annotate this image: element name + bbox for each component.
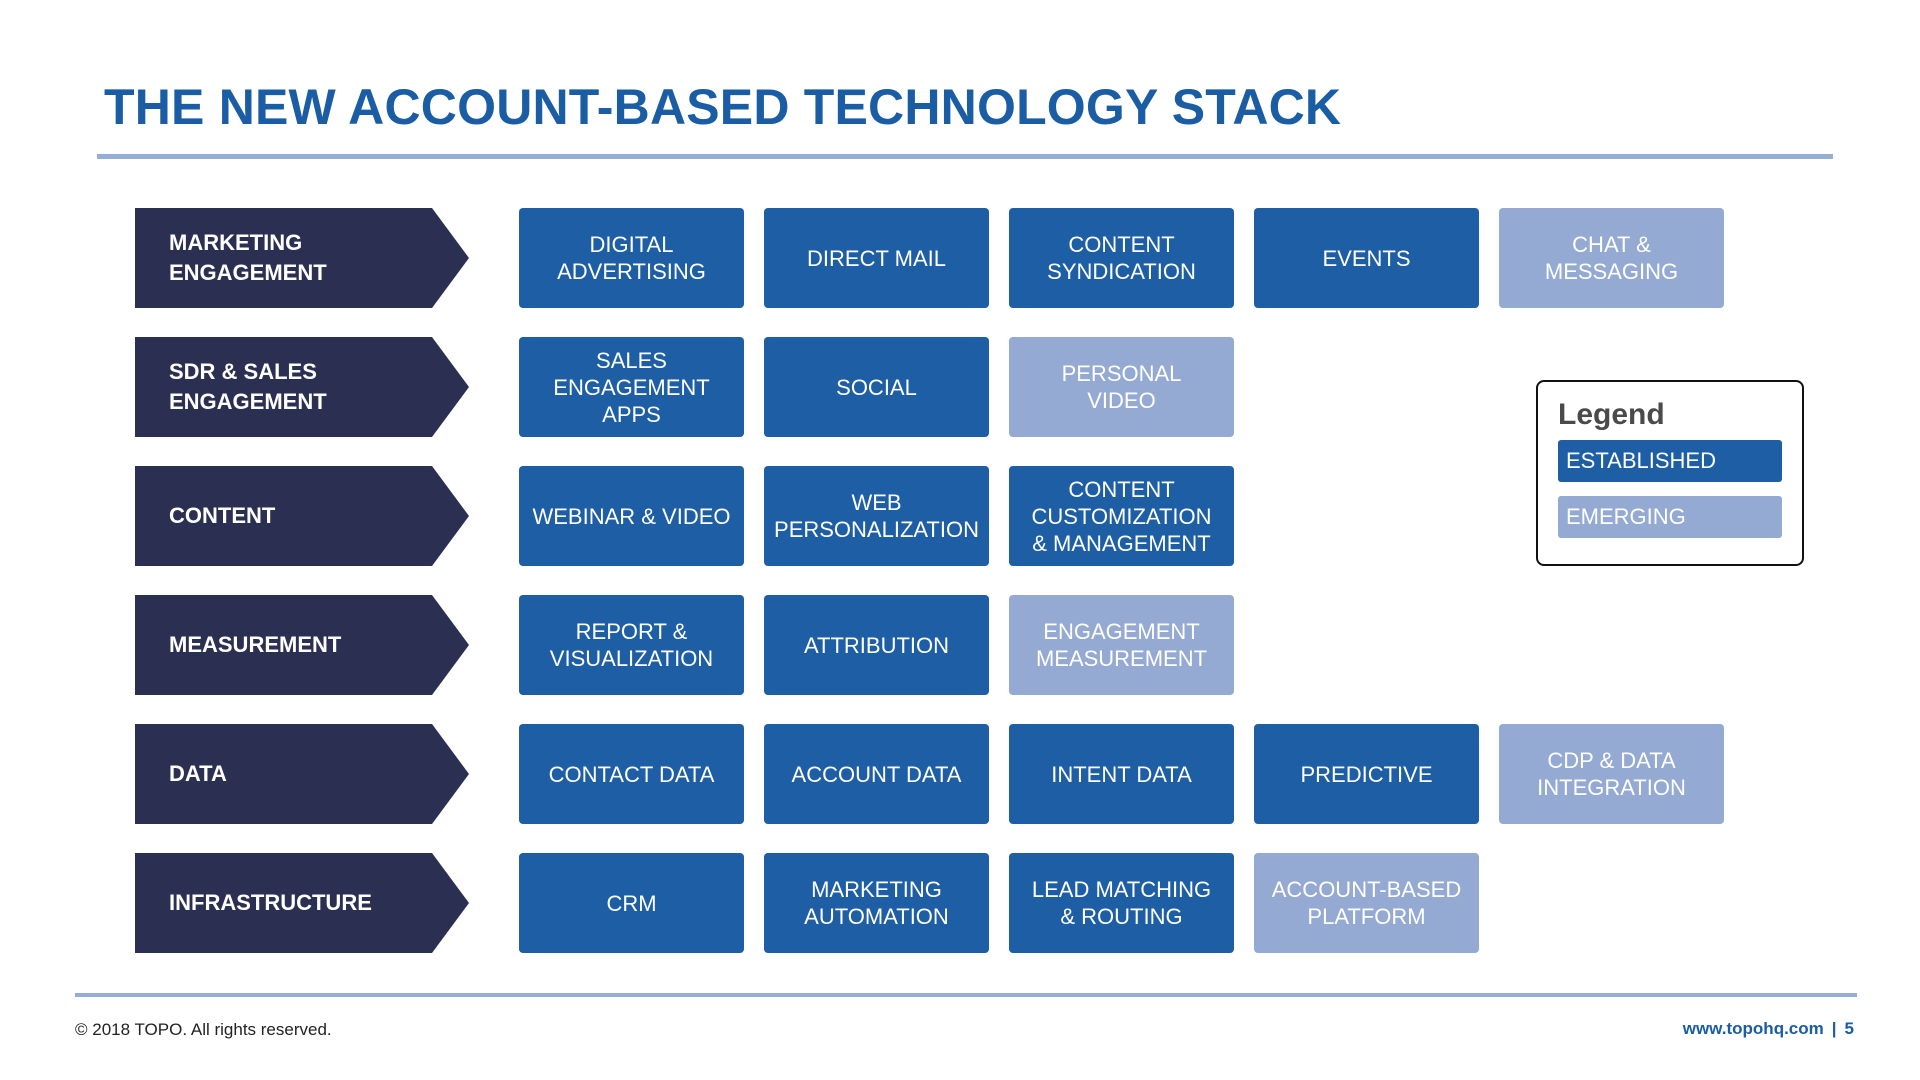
stack-box-established: EVENTS xyxy=(1254,208,1479,308)
stack-box-established: PREDICTIVE xyxy=(1254,724,1479,824)
row-label-text: CONTENT xyxy=(169,503,276,528)
row-label: MEASUREMENT xyxy=(135,595,469,695)
row-label-text: INFRASTRUCTURE xyxy=(169,890,372,915)
stack-box-established: CONTENT CUSTOMIZATION & MANAGEMENT xyxy=(1009,466,1234,566)
row-label: MARKETING ENGAGEMENT xyxy=(135,208,469,308)
stack-box-established: WEB PERSONALIZATION xyxy=(764,466,989,566)
row-label: INFRASTRUCTURE xyxy=(135,853,469,953)
stack-box-emerging: ENGAGEMENT MEASUREMENT xyxy=(1009,595,1234,695)
stack-box-established: ATTRIBUTION xyxy=(764,595,989,695)
stack-box-emerging: ACCOUNT-BASED PLATFORM xyxy=(1254,853,1479,953)
footer-right: www.topohq.com | 5 xyxy=(1683,1019,1854,1039)
row-label: DATA xyxy=(135,724,469,824)
stack-box-established: REPORT & VISUALIZATION xyxy=(519,595,744,695)
stack-box-established: SOCIAL xyxy=(764,337,989,437)
stack-box-emerging: PERSONAL VIDEO xyxy=(1009,337,1234,437)
stack-box-established: CONTACT DATA xyxy=(519,724,744,824)
stack-box-established: DIRECT MAIL xyxy=(764,208,989,308)
stack-box-established: SALES ENGAGEMENT APPS xyxy=(519,337,744,437)
row-label-text: MEASUREMENT xyxy=(169,632,342,657)
row-label: CONTENT xyxy=(135,466,469,566)
legend-title: Legend xyxy=(1558,398,1665,431)
stack-box-established: MARKETING AUTOMATION xyxy=(764,853,989,953)
row-label-text: MARKETING ENGAGEMENT xyxy=(169,230,327,285)
row-label: SDR & SALES ENGAGEMENT xyxy=(135,337,469,437)
stack-box-emerging: CHAT & MESSAGING xyxy=(1499,208,1724,308)
page-title: THE NEW ACCOUNT-BASED TECHNOLOGY STACK xyxy=(104,79,1342,135)
title-divider xyxy=(97,154,1833,159)
legend: Legend ESTABLISHED EMERGING xyxy=(1536,380,1804,566)
stack-box-established: DIGITAL ADVERTISING xyxy=(519,208,744,308)
legend-established: ESTABLISHED xyxy=(1558,440,1782,482)
page-number: 5 xyxy=(1844,1019,1854,1038)
legend-emerging: EMERGING xyxy=(1558,496,1782,538)
footer-divider xyxy=(75,993,1857,997)
row-label-text: DATA xyxy=(169,761,227,786)
stack-box-established: CRM xyxy=(519,853,744,953)
copyright: © 2018 TOPO. All rights reserved. xyxy=(75,1020,332,1039)
stack-box-established: INTENT DATA xyxy=(1009,724,1234,824)
footer-separator: | xyxy=(1831,1019,1837,1038)
stack-box-emerging: CDP & DATA INTEGRATION xyxy=(1499,724,1724,824)
website-link[interactable]: www.topohq.com xyxy=(1682,1019,1824,1038)
row-label-text: SDR & SALES ENGAGEMENT xyxy=(169,359,327,414)
stack-box-established: WEBINAR & VIDEO xyxy=(519,466,744,566)
stack-box-established: ACCOUNT DATA xyxy=(764,724,989,824)
stack-box-established: CONTENT SYNDICATION xyxy=(1009,208,1234,308)
stack-box-established: LEAD MATCHING & ROUTING xyxy=(1009,853,1234,953)
